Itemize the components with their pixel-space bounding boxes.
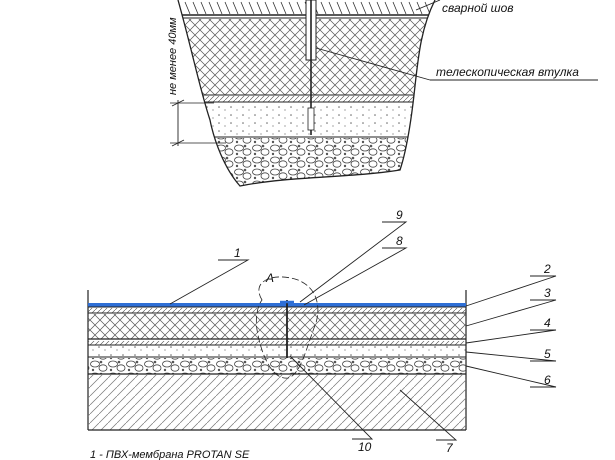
weld-seam-label: сварной шов <box>442 1 514 15</box>
insulation-layer <box>88 314 466 339</box>
sleeve-label: телескопическая втулка <box>436 65 579 79</box>
callout-3: 3 <box>544 286 551 300</box>
callout-leaders <box>169 221 557 441</box>
detail-marker-label: А <box>265 271 274 285</box>
pvc-membrane-layer <box>88 303 466 307</box>
detail-marker-outline <box>255 276 319 379</box>
callout-2: 2 <box>543 262 551 276</box>
callout-8: 8 <box>396 234 403 248</box>
roof-cross-section: А <box>87 271 467 431</box>
depth-label: не менее 40мм <box>167 17 179 95</box>
callout-7: 7 <box>446 441 454 455</box>
base-slab <box>88 375 466 430</box>
callout-5: 5 <box>544 347 551 361</box>
callout-1: 1 <box>234 246 241 260</box>
depth-dimension: не менее 40мм <box>167 17 226 147</box>
detail-view: не менее 40мм сварной шов телескопическа… <box>167 0 598 187</box>
callout-4: 4 <box>544 316 551 330</box>
telescopic-sleeve <box>305 0 317 135</box>
callout-numbers: 1 2 3 4 5 6 7 8 9 10 <box>234 208 551 455</box>
callout-9: 9 <box>396 208 403 222</box>
callout-6: 6 <box>544 373 551 387</box>
callout-10: 10 <box>358 440 372 454</box>
legend-line-1: 1 - ПВХ-мембрана PROTAN SE <box>90 449 250 460</box>
gravel-layer <box>88 358 466 374</box>
